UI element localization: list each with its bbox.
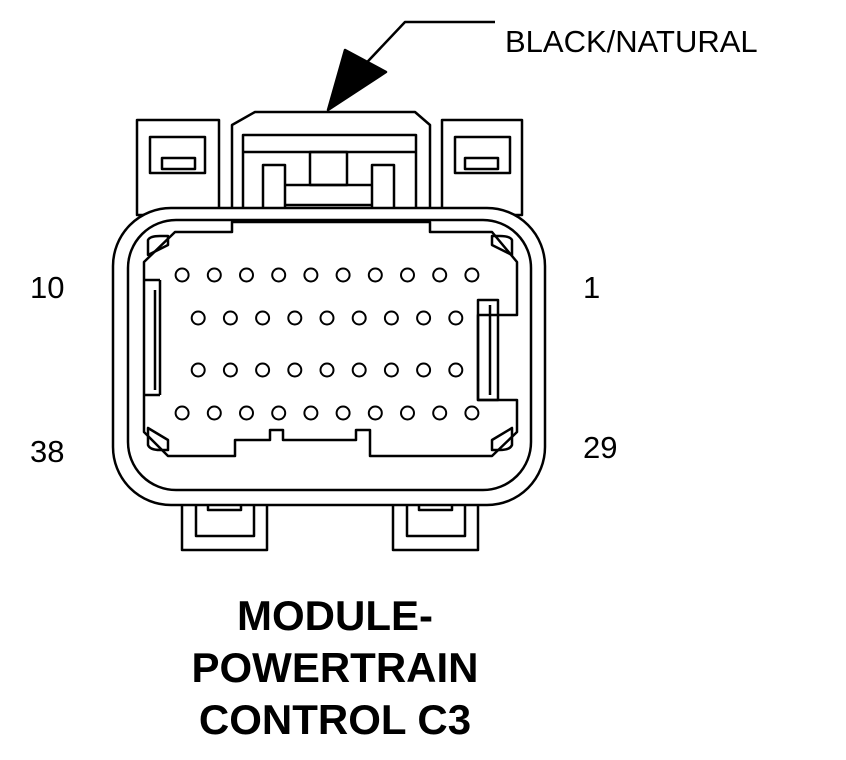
connector-title: MODULE- POWERTRAIN CONTROL C3: [160, 590, 510, 746]
pin-cavity: [383, 362, 399, 378]
leader-arrow: [326, 20, 495, 112]
pin-cavity: [222, 362, 238, 378]
pin-cavity: [464, 267, 480, 283]
pin-cavity: [206, 405, 222, 421]
pin-cavity: [383, 310, 399, 326]
pin-cavity: [335, 405, 351, 421]
pin-cavity: [400, 267, 415, 283]
pin-cavity: [174, 267, 190, 283]
pin-cavity: [351, 362, 367, 378]
pin-cavity: [222, 310, 238, 326]
pin-cavities: [174, 267, 480, 421]
pin-label-bottom-left: 38: [30, 434, 64, 469]
pin-cavity: [303, 405, 319, 421]
pin-cavity: [271, 267, 287, 283]
pin-cavity: [400, 405, 415, 421]
title-line-3: CONTROL C3: [198, 696, 472, 743]
pin-cavity: [335, 267, 351, 283]
pin-cavity: [448, 310, 464, 326]
pin-cavity: [432, 405, 448, 421]
title-line-2: POWERTRAIN: [191, 644, 479, 691]
pin-face: [142, 220, 519, 458]
pin-cavity: [287, 362, 303, 378]
pin-label-bottom-right: 29: [583, 430, 617, 465]
latch-top-right: [440, 118, 524, 217]
pin-cavity: [206, 267, 222, 283]
pin-cavity: [319, 362, 335, 378]
pin-cavity: [432, 267, 448, 283]
pin-cavity: [190, 362, 206, 378]
connector-outer-shell: [111, 206, 547, 507]
latch-top-left: [135, 118, 221, 217]
pin-cavity: [255, 362, 271, 378]
pin-cavity: [367, 405, 383, 421]
pin-cavity: [464, 405, 480, 421]
pin-cavity: [174, 405, 190, 421]
pin-cavity: [351, 310, 367, 326]
connector-inner-shell: [126, 218, 533, 492]
title-line-1: MODULE-: [237, 592, 433, 639]
pin-cavity: [239, 405, 254, 421]
pin-label-top-left: 10: [30, 270, 64, 305]
corner-keys: [146, 234, 514, 452]
pin-cavity: [271, 405, 287, 421]
pin-label-top-right: 1: [583, 270, 600, 305]
side-guides: [144, 278, 500, 402]
pin-cavity: [319, 310, 335, 326]
pin-cavity: [255, 310, 271, 326]
color-label: BLACK/NATURAL: [505, 24, 758, 59]
pin-cavity: [239, 267, 254, 283]
pin-cavity: [287, 310, 303, 326]
pin-cavity: [416, 362, 432, 378]
pin-cavity: [448, 362, 464, 378]
pin-cavity: [190, 310, 206, 326]
pin-cavity: [303, 267, 319, 283]
pin-cavity: [416, 310, 432, 326]
pin-cavity: [367, 267, 383, 283]
